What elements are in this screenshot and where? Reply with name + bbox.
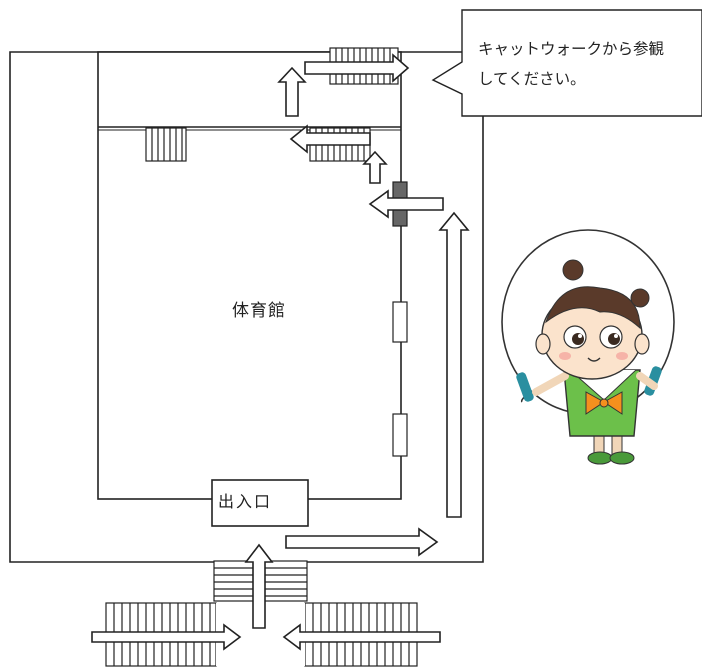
callout-bubble xyxy=(431,9,702,117)
arrow-left-icon xyxy=(289,124,371,154)
callout-text: キャットウォークから参観 してください。 xyxy=(478,34,702,94)
arrow-up-icon xyxy=(438,211,470,518)
arrow-left-icon xyxy=(368,189,444,219)
entrance-label: 出入口 xyxy=(218,492,273,511)
arrow-right-icon xyxy=(304,53,410,83)
arrow-up-icon xyxy=(244,543,274,629)
arrow-up-icon xyxy=(362,150,388,184)
arrow-right-icon xyxy=(91,623,242,651)
gym-label: 体育館 xyxy=(232,301,286,321)
door-icon xyxy=(392,413,408,457)
entrance-box xyxy=(211,479,309,527)
arrow-right-icon xyxy=(285,527,439,557)
door-icon xyxy=(392,301,408,343)
arrow-up-icon xyxy=(277,66,307,117)
callout-line-1: キャットウォークから参観 xyxy=(478,40,665,58)
gymnasium-floor xyxy=(97,51,402,500)
callout-line-2: してください。 xyxy=(478,70,586,88)
mascot-character-icon xyxy=(501,229,675,465)
arrow-left-icon xyxy=(282,623,441,651)
